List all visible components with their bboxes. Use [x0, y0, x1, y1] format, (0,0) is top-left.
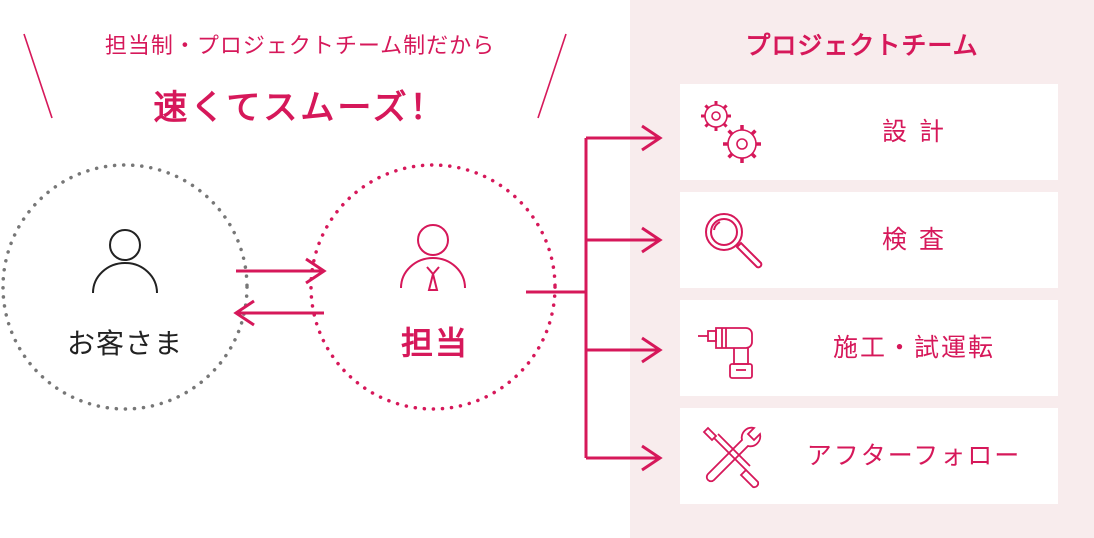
customer-label: お客さま: [66, 327, 183, 360]
team-item-label: 施工・試運転: [832, 333, 995, 362]
team-item-construction: 施工・試運転: [680, 300, 1058, 396]
person-with-tie-icon: [400, 224, 466, 291]
team-item-label: アフターフォロー: [806, 441, 1022, 470]
team-connector-lines: [526, 124, 663, 472]
headline-left-accent: [23, 33, 53, 119]
customer-circle: [1, 163, 249, 411]
project-team-title: プロジェクトチーム: [745, 31, 979, 60]
drill-icon: [698, 327, 753, 379]
staff-circle: [309, 163, 557, 411]
team-item-design: 設 計: [680, 84, 1058, 180]
headline-right-accent: [537, 33, 567, 119]
headline-subtitle: 担当制・プロジェクトチーム制だから: [104, 34, 496, 59]
staff-label: 担当: [400, 324, 469, 362]
exchange-arrows: [233, 257, 327, 327]
headline-title: 速くてスムーズ！: [153, 88, 447, 128]
person-icon: [92, 229, 158, 294]
team-item-label: 検 査: [882, 225, 946, 254]
team-item-inspection: 検 査: [680, 192, 1058, 288]
gears-icon: [701, 101, 761, 163]
wrench-screwdriver-icon: [702, 426, 762, 489]
team-item-label: 設 計: [882, 117, 946, 146]
project-team-panel: プロジェクトチーム 設 計 検 査: [630, 0, 1094, 538]
team-item-after-follow: アフターフォロー: [680, 408, 1058, 504]
magnifier-icon: [705, 213, 763, 269]
